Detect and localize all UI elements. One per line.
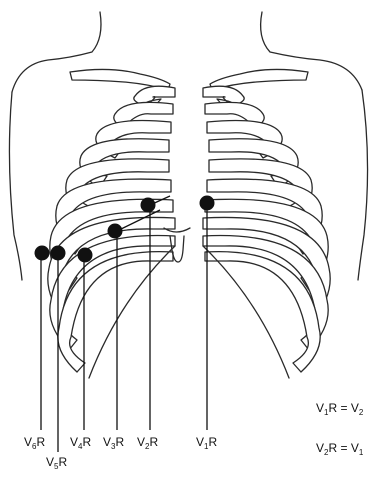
note-v2r-equals-v1: V2R = V1 <box>316 441 364 457</box>
lead-label-v6r: V6R <box>24 435 45 451</box>
rib-cage <box>48 86 330 378</box>
lead-line-v6r <box>41 253 42 430</box>
electrode-v6r <box>35 246 50 261</box>
lead-labels: V6R V5R V4R V3R V2R V1R <box>24 435 217 471</box>
lead-label-v2r: V2R <box>137 435 158 451</box>
electrode-v3r <box>108 224 123 239</box>
lead-label-v5r: V5R <box>46 455 67 471</box>
note-v1r-equals-v2: V1R = V2 <box>316 401 364 417</box>
electrode-v2r <box>141 198 156 213</box>
lead-label-v3r: V3R <box>103 435 124 451</box>
lead-label-v4r: V4R <box>70 435 91 451</box>
electrode-v1r <box>200 196 215 211</box>
lead-label-v1r: V1R <box>196 435 217 451</box>
electrode-v4r <box>78 248 93 263</box>
equivalence-notes: V1R = V2 V2R = V1 <box>316 401 364 457</box>
electrode-v5r <box>51 246 66 261</box>
